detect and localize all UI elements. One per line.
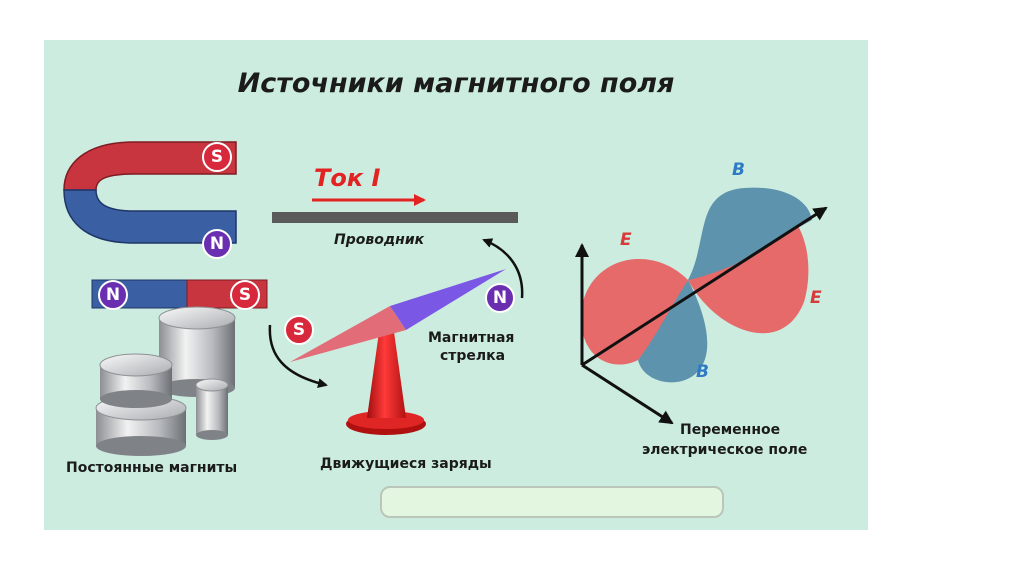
cylinder-magnets — [96, 307, 235, 456]
wave-lobes — [581, 188, 812, 383]
e-label-lower: E — [810, 288, 822, 308]
bar-south-pole: S — [230, 280, 260, 310]
e-label-upper: E — [620, 230, 632, 250]
field-label-line1: Переменное — [680, 422, 780, 438]
page-title: Источники магнитного поля — [44, 68, 868, 99]
permanent-magnets-label: Постоянные магниты — [66, 460, 237, 476]
b-label-upper: B — [732, 160, 745, 180]
slide: Источники магнитного поля S N N S Постоя… — [44, 40, 868, 530]
conductor-label: Проводник — [334, 232, 424, 248]
current-label: Ток I — [314, 164, 380, 192]
blank-panel — [380, 486, 724, 518]
compass-stand — [346, 332, 426, 435]
moving-charges-label: Движущиеся заряды — [320, 456, 492, 472]
b-label-lower: B — [696, 362, 709, 382]
horseshoe-south-pole: S — [202, 142, 232, 172]
bar-north-pole: N — [98, 280, 128, 310]
horseshoe-north-pole: N — [202, 229, 232, 259]
needle-north-pole: N — [485, 283, 515, 313]
field-label-line2: электрическое поле — [642, 442, 807, 458]
needle-label-line2: стрелка — [440, 348, 505, 364]
conductor — [272, 212, 518, 223]
needle-south-pole: S — [284, 315, 314, 345]
needle-label-line1: Магнитная — [428, 330, 514, 346]
